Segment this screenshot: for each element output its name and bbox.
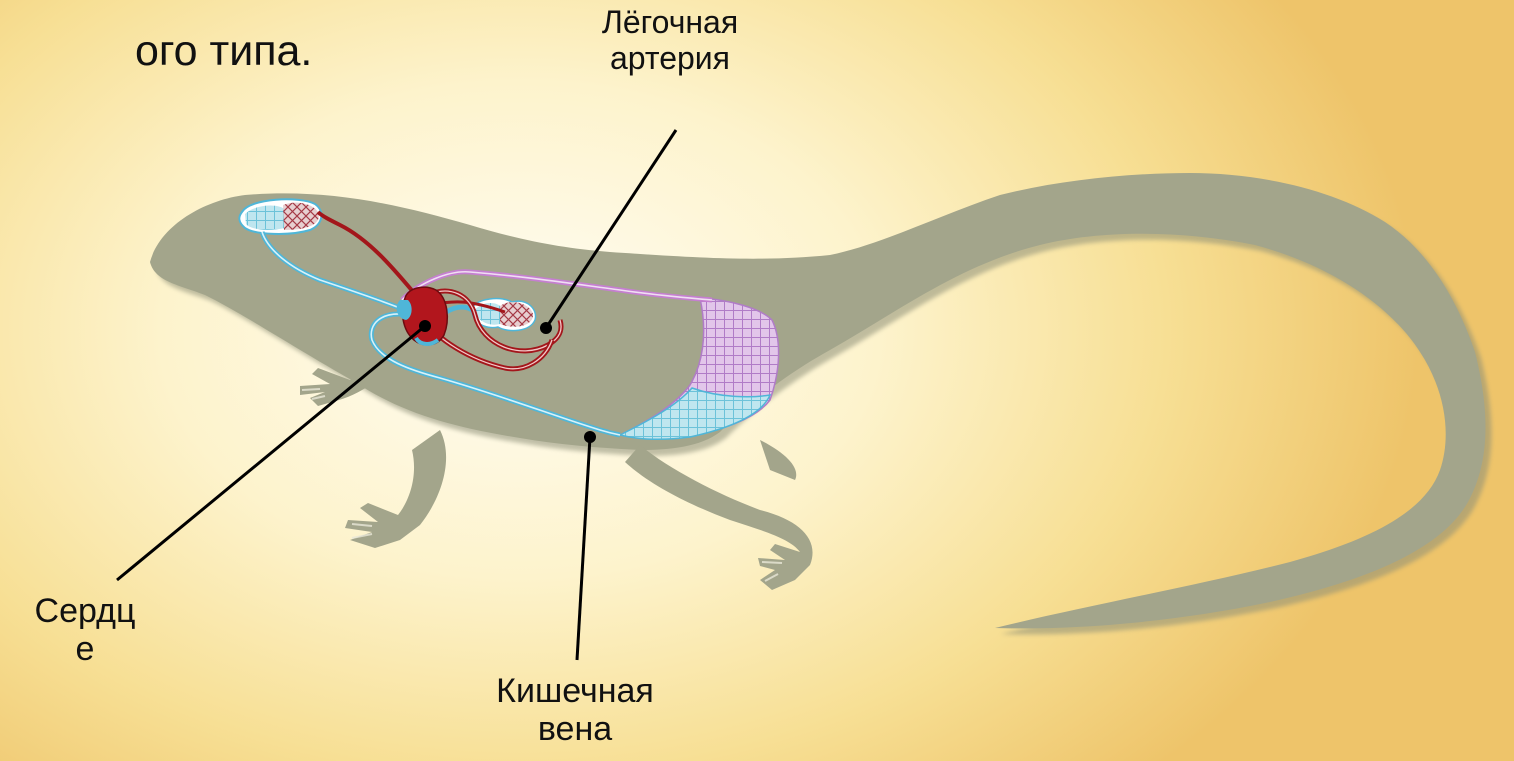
pulmonary-artery-marker (540, 322, 552, 334)
heart-label: Сердц е (10, 592, 160, 669)
lizard-silhouette (150, 173, 1491, 634)
slide-heading-fragment: ого типа. (135, 30, 312, 73)
heart-marker (419, 320, 431, 332)
intestinal-vein-pointer (577, 437, 590, 660)
pulmonary-artery-label: Лёгочная артерия (560, 4, 780, 76)
intestinal-vein-marker (584, 431, 596, 443)
intestinal-vein-label: Кишечная вена (450, 672, 700, 749)
